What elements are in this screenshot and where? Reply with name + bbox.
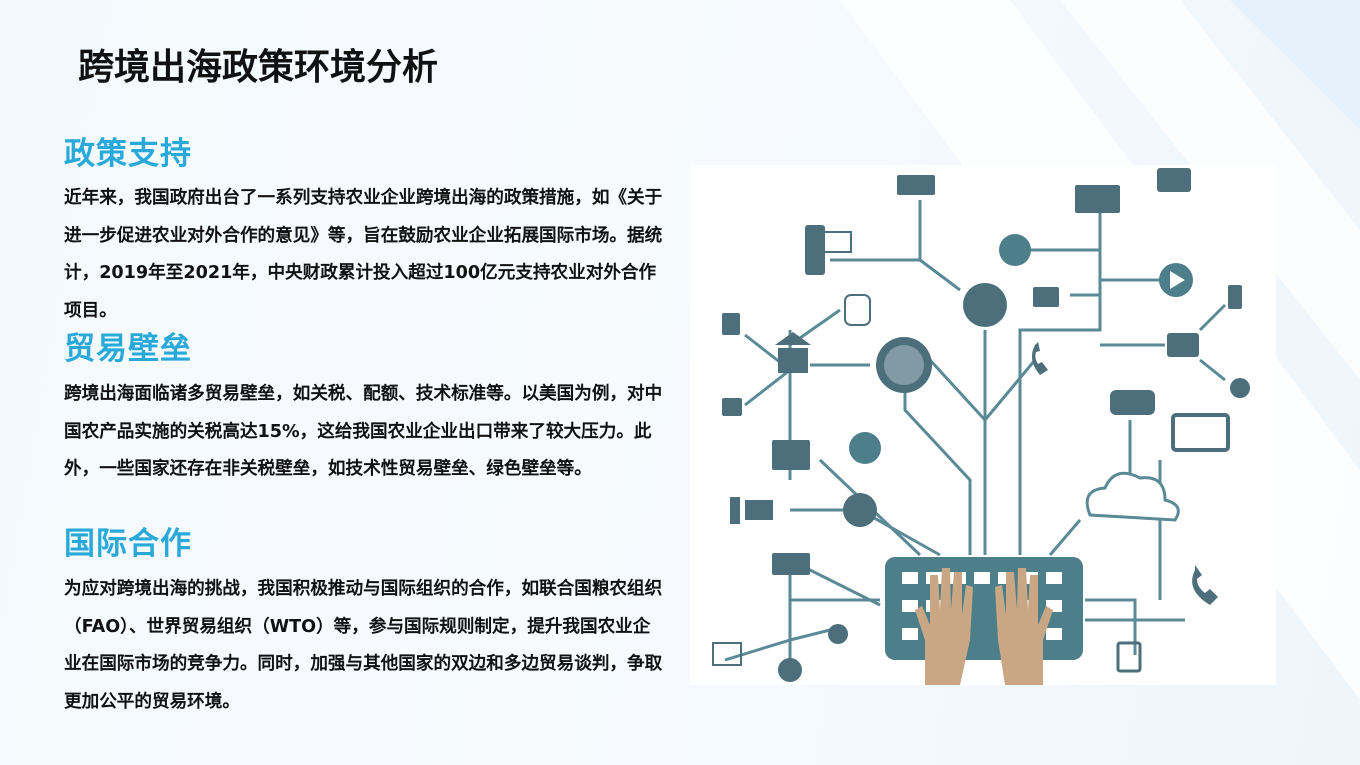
chart-icon [712,642,742,666]
icons [712,168,1250,682]
keyboard-icon [885,557,1083,660]
phone-icon [1228,285,1242,309]
calculator-icon [722,313,740,335]
rewind-icon [999,234,1031,266]
banknote-icon [772,553,810,575]
money-icon [897,175,935,195]
page-title: 跨境出海政策环境分析 [78,47,439,88]
section-body-cooperation: 为应对跨境出海的挑战，我国积极推动与国际组织的合作，如联合国粮农组织（FAO）、… [64,579,663,712]
mail-icon [772,440,810,470]
phone-call-icon [1192,565,1218,605]
wallet-icon [1167,333,1199,357]
computer-icon [730,497,740,524]
dollar-coin-icon [849,432,881,464]
section-heading-trade-barriers: 贸易壁垒 [64,331,192,367]
mobile-signal-icon [844,294,871,326]
cloud-icon [1085,471,1180,522]
laptop-icon [1171,413,1230,452]
calendar-icon [722,398,742,416]
section-heading-policy: 政策支持 [64,136,192,172]
coin-purse-icon [1230,378,1250,398]
head-dollar-icon [963,283,1007,327]
bank-icon [775,332,811,373]
section-heading-cooperation: 国际合作 [64,526,192,562]
section-body-trade-barriers: 跨境出海面临诸多贸易壁垒，如关税、配额、技术标准等。以美国为例，对中国农产品实施… [64,384,663,479]
card-icon [1157,168,1191,192]
network-illustration [690,165,1276,685]
folder-icon [1033,287,1059,307]
www-globe-icon [843,493,877,527]
phone-handset-icon [1031,342,1048,375]
coins-icon [828,624,848,644]
presenter-icon [805,225,825,275]
globe-icon [876,337,932,393]
notepad-icon [1116,641,1142,673]
cash-stack-icon [1075,185,1120,213]
money-bags-icon [1110,390,1155,415]
cloud-download-icon [778,658,802,682]
hands-icon [915,568,1053,685]
section-body-policy: 近年来，我国政府出台了一系列支持农业企业跨境出海的政策措施，如《关于进一步促进农… [64,188,663,321]
